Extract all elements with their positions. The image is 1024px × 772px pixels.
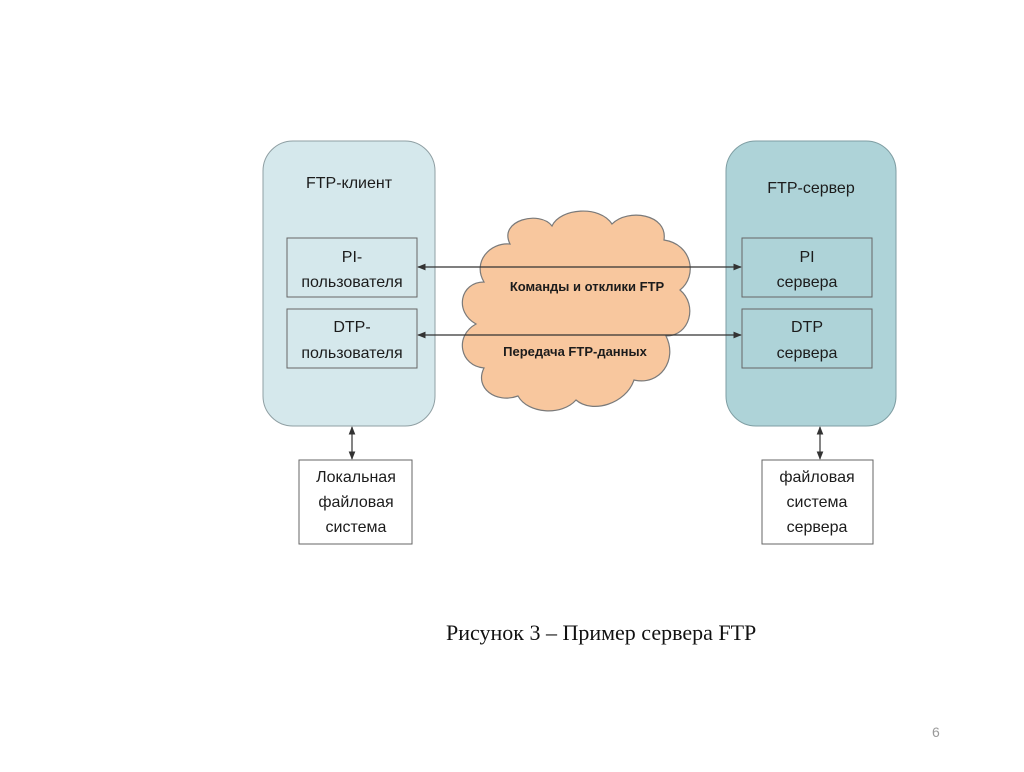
server-pi-line1: PI bbox=[799, 249, 814, 266]
server-fs-line3: сервера bbox=[787, 519, 848, 536]
client-dtp-box bbox=[286, 308, 418, 369]
server-pi-box bbox=[741, 237, 873, 298]
cloud-label-commands: Команды и отклики FTP bbox=[510, 279, 665, 294]
local-fs-box bbox=[298, 459, 413, 545]
server-dtp-box bbox=[741, 308, 873, 369]
server-dtp-line2: сервера bbox=[777, 345, 838, 362]
client-dtp-line1: DTP- bbox=[333, 319, 370, 336]
figure-caption: Рисунок 3 – Пример сервера FTP bbox=[446, 620, 757, 645]
server-fs-line1: файловая bbox=[779, 469, 854, 486]
server-pi-line2: сервера bbox=[777, 274, 838, 291]
network-cloud bbox=[461, 210, 691, 412]
server-fs-box bbox=[761, 459, 874, 545]
server-dtp-line1: DTP bbox=[791, 319, 823, 336]
local-fs-line1: Локальная bbox=[316, 469, 396, 486]
cloud-label-data: Передача FTP-данных bbox=[503, 344, 647, 359]
local-fs-line3: система bbox=[326, 519, 387, 536]
client-pi-line1: PI- bbox=[342, 249, 362, 266]
client-pi-line2: пользователя bbox=[301, 274, 402, 291]
local-fs-line2: файловая bbox=[318, 494, 393, 511]
client-title: FTP-клиент bbox=[306, 175, 393, 192]
client-panel bbox=[262, 140, 436, 427]
client-pi-box bbox=[286, 237, 418, 298]
server-title: FTP-сервер bbox=[767, 180, 855, 197]
server-fs-line2: система bbox=[787, 494, 848, 511]
server-panel bbox=[725, 140, 897, 427]
page-number: 6 bbox=[932, 724, 940, 740]
client-dtp-line2: пользователя bbox=[301, 345, 402, 362]
